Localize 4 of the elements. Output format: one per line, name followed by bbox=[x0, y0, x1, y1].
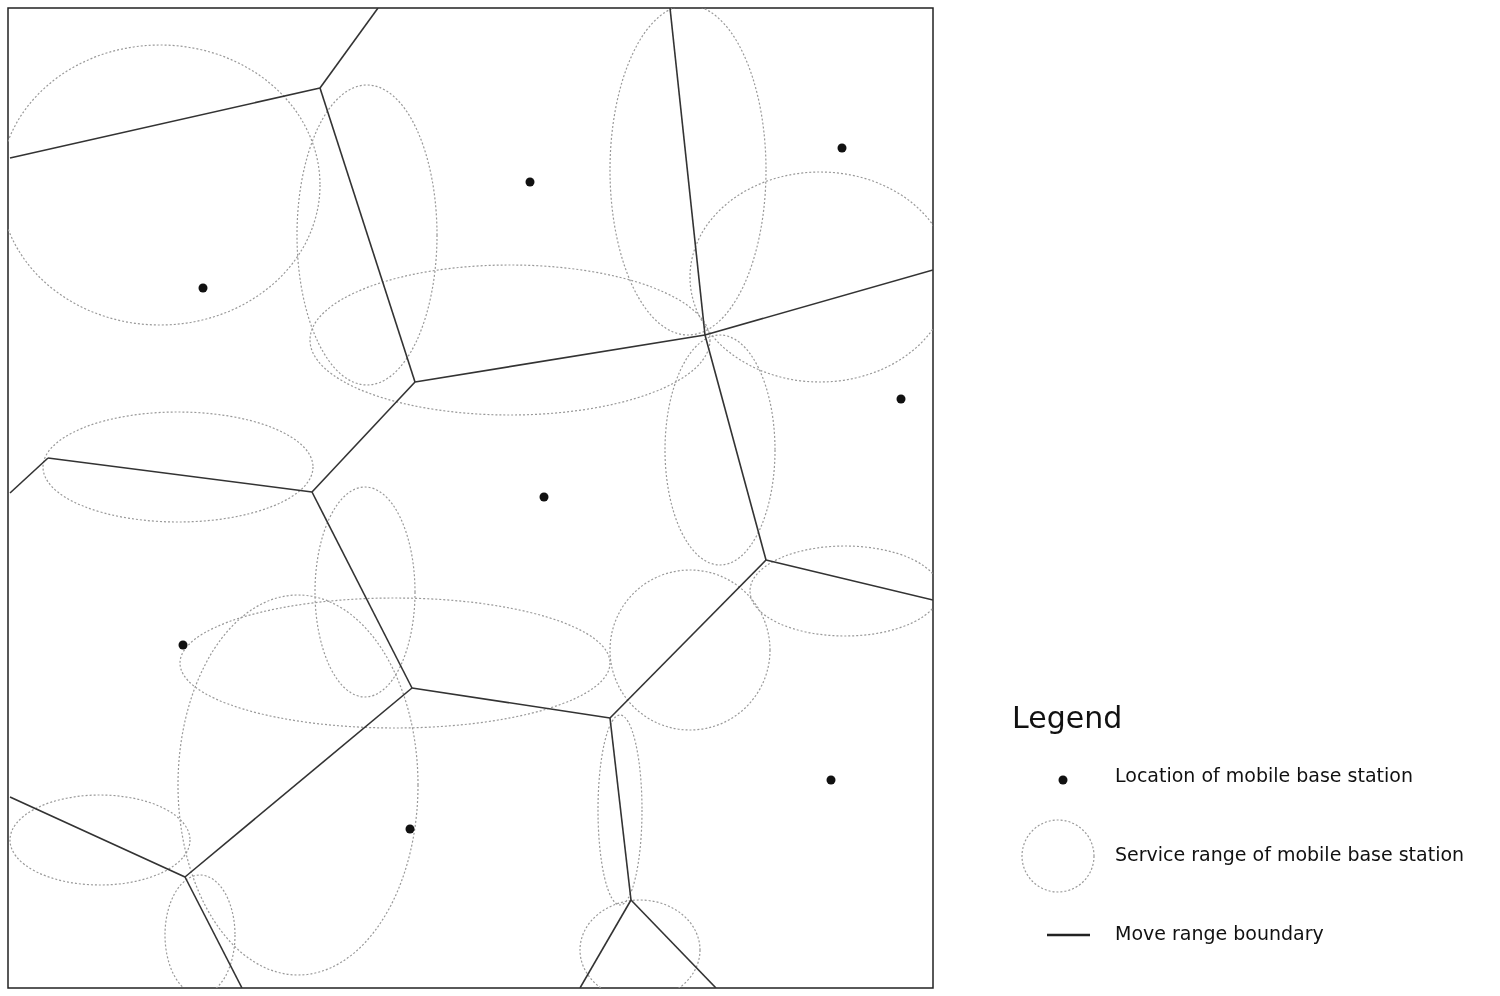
legend-label: Location of mobile base station bbox=[1115, 764, 1413, 786]
legend-label: Service range of mobile base station bbox=[1115, 843, 1465, 865]
legend-heading: Legend bbox=[1012, 700, 1123, 735]
legend-label: Move range boundary bbox=[1115, 922, 1324, 944]
